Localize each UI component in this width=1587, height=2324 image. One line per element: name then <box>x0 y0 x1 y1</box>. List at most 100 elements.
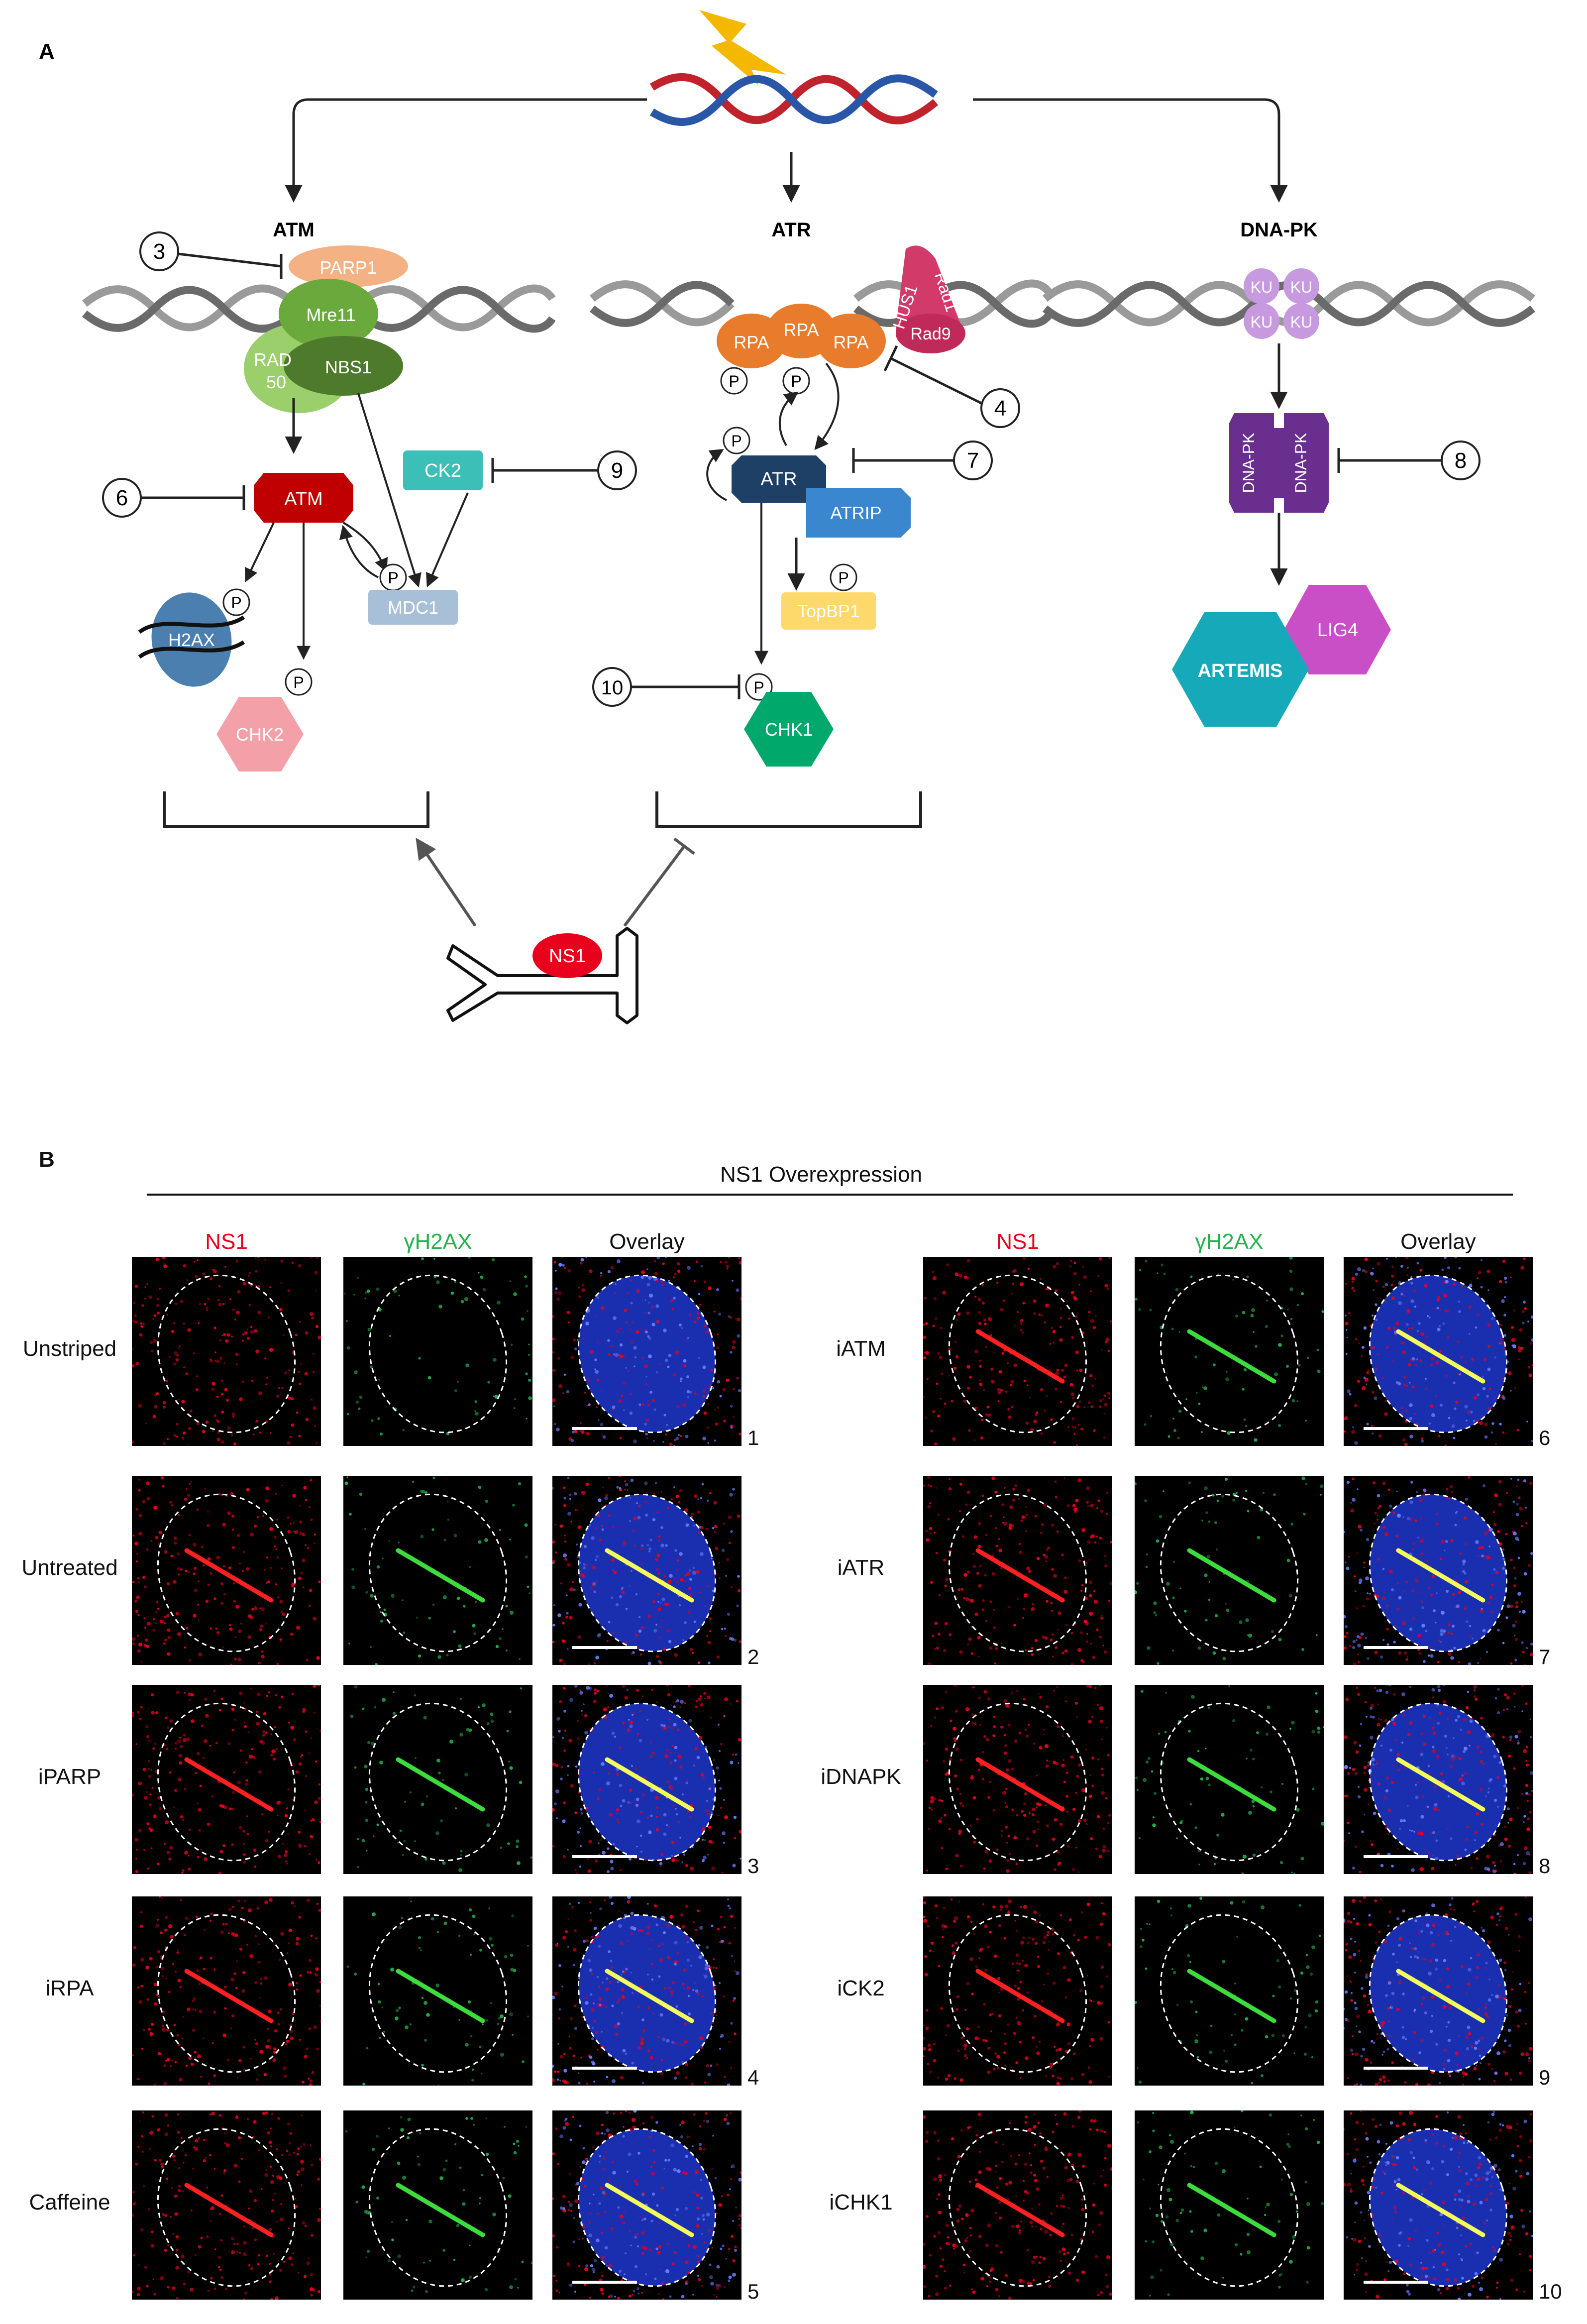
inhibitor-3-bar <box>178 252 283 279</box>
parp1-node <box>289 245 408 287</box>
atm-to-h2ax-arrow <box>245 522 275 583</box>
micrograph-left-3-2 <box>552 1896 741 2086</box>
rpa-label-1: RPA <box>734 332 769 352</box>
column-header-right-2: Overlay <box>1400 1229 1476 1254</box>
phospho-rpa-1 <box>720 367 748 395</box>
micrograph-right-2-2 <box>1344 1685 1533 1874</box>
phospho-topbp1 <box>830 563 857 591</box>
phospho-rpa-1-label: P <box>729 372 739 390</box>
atm-node <box>254 473 353 523</box>
mre11-node <box>279 279 378 348</box>
rad50-label-2: 50 <box>266 372 286 392</box>
atm-label: ATM <box>284 489 322 510</box>
row-number-right-2: 8 <box>1539 1854 1551 1878</box>
ns1-label: NS1 <box>549 946 586 967</box>
micrograph-right-1-2 <box>1344 1476 1533 1665</box>
inhibitor-4-marker <box>980 388 1020 428</box>
title-underline <box>147 1194 1513 1196</box>
micrograph-right-0-1 <box>1135 1257 1324 1446</box>
rad9-label: Rad9 <box>910 325 951 343</box>
rpa-node-3 <box>816 314 886 368</box>
inhibitor-3-marker <box>139 231 179 271</box>
row-label-left-1: Untreated <box>21 1555 118 1580</box>
row-number-left-2: 3 <box>747 1854 759 1878</box>
inhibitor-7-bar <box>852 448 954 473</box>
atr-bracket <box>655 791 922 828</box>
panel-b-title: NS1 Overexpression <box>720 1162 922 1187</box>
h2ax-label: H2AX <box>168 630 215 650</box>
ns1-protein-shape <box>446 927 638 1024</box>
phospho-topbp1-label: P <box>838 569 848 587</box>
inhibitor-9-bar <box>491 458 598 483</box>
pathway-label-atr: ATR <box>771 219 811 241</box>
inhibitor-7-label: 7 <box>967 448 979 473</box>
atr-autophospho-arrow <box>706 449 727 501</box>
ck2-node <box>403 450 483 490</box>
inhibitor-10-bar <box>631 674 741 699</box>
row-label-right-4: iCHK1 <box>829 2190 893 2214</box>
topbp1-label: TopBP1 <box>797 601 860 621</box>
atrip-node <box>806 488 911 538</box>
micrograph-left-1-1 <box>343 1476 532 1665</box>
dnapk-node <box>1229 413 1329 513</box>
inhibitor-6-bar <box>141 485 245 510</box>
row-number-left-1: 2 <box>747 1645 759 1668</box>
micrograph-left-3-1 <box>343 1896 532 2086</box>
atr-label: ATR <box>760 469 797 490</box>
micrograph-right-0-2 <box>1344 1257 1533 1446</box>
micrograph-right-1-1 <box>1135 1476 1324 1665</box>
dnapk-label-1: DNA-PK <box>1240 433 1258 493</box>
micrograph-left-0-1 <box>343 1257 532 1446</box>
mdc1-to-atm-arrow <box>339 525 379 578</box>
micrograph-left-3-0 <box>132 1896 321 2086</box>
dna-damage-helix <box>649 73 939 126</box>
mre11-label: Mre11 <box>306 305 355 325</box>
atrip-label: ATRIP <box>830 503 881 523</box>
pathway-label-dnapk: DNA-PK <box>1240 219 1318 241</box>
row-label-left-4: Caffeine <box>29 2190 110 2214</box>
ns1-inhibits-atr-bar <box>623 837 695 927</box>
ku-complex <box>1244 268 1319 339</box>
row-label-right-3: iCK2 <box>837 1976 885 2000</box>
micrograph-left-1-2 <box>552 1476 741 1665</box>
inhibitor-4-label: 4 <box>994 396 1006 421</box>
ck2-label: CK2 <box>424 460 461 481</box>
phospho-rpa-2-label: P <box>791 372 801 390</box>
inhibitor-4-bar <box>883 345 982 405</box>
row-number-left-0: 1 <box>747 1426 759 1449</box>
column-header-left-1: γH2AX <box>404 1229 472 1254</box>
row-label-left-3: iRPA <box>45 1976 94 2000</box>
row-number-left-3: 4 <box>747 2066 759 2089</box>
ku-label-2: KU <box>1290 278 1312 296</box>
column-header-right-0: NS1 <box>996 1229 1039 1254</box>
lig4-label: LIG4 <box>1317 620 1358 641</box>
panel-b-letter: B <box>39 1147 55 1172</box>
rpa-label-2: RPA <box>783 320 819 340</box>
rpa-to-atr-arrow <box>814 362 840 450</box>
inhibitor-3-label: 3 <box>153 239 165 264</box>
phospho-atr <box>723 427 750 454</box>
column-header-left-0: NS1 <box>205 1229 248 1254</box>
micrograph-right-3-1 <box>1135 1896 1324 2086</box>
chk1-node <box>744 692 834 767</box>
rpa-label-3: RPA <box>833 332 868 352</box>
micrograph-right-3-0 <box>923 1896 1112 2086</box>
micrograph-right-2-0 <box>923 1685 1112 1874</box>
column-header-right-1: γH2AX <box>1195 1229 1264 1254</box>
row-label-left-2: iPARP <box>38 1765 102 1789</box>
phospho-chk2-label: P <box>293 673 304 691</box>
row-label-right-2: iDNAPK <box>821 1765 901 1789</box>
inhibitor-6-label: 6 <box>116 486 128 510</box>
row-label-right-0: iATM <box>836 1336 886 1361</box>
micrograph-left-2-2 <box>552 1685 741 1874</box>
row-label-left-0: Unstriped <box>22 1336 117 1361</box>
ns1-activates-atm-arrow <box>416 838 477 927</box>
micrograph-right-2-1 <box>1135 1685 1324 1874</box>
atr-to-rpa-arrow <box>778 391 799 446</box>
row-label-right-1: iATR <box>837 1555 885 1580</box>
phospho-atr-label: P <box>731 432 741 450</box>
artemis-node <box>1172 612 1309 727</box>
chk2-node <box>216 697 304 772</box>
rad50-label: RAD <box>254 349 292 370</box>
phospho-h2ax-label: P <box>231 594 241 612</box>
